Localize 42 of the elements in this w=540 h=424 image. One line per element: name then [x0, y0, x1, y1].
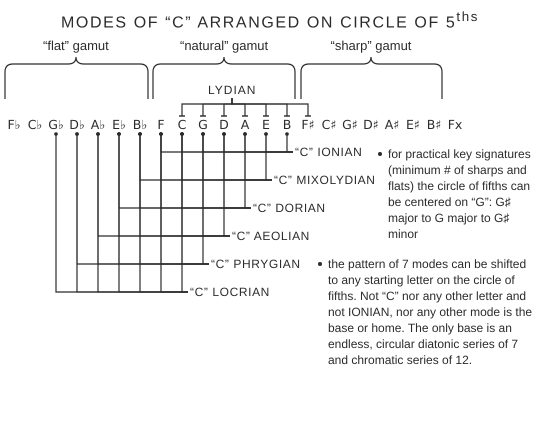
gamut-label: “natural” gamut [180, 37, 268, 55]
note-name: F♯ [298, 116, 318, 134]
title: MODES OF “C” ARRANGED ON CIRCLE OF 5$^{ths}$ [60, 8, 480, 34]
bracket-line [201, 132, 209, 265]
note-name: C♭ [25, 116, 45, 134]
note-name: B♭ [130, 116, 150, 134]
mode-label: “C” IONIAN [293, 144, 362, 160]
bracket-line [180, 132, 188, 293]
mode-label: “C” MIXOLYDIAN [272, 172, 376, 188]
note-name: F [151, 116, 171, 134]
note-name: G [193, 116, 213, 134]
note-name: G♯ [340, 116, 360, 134]
mode-label: “C” LOCRIAN [188, 284, 270, 300]
note-name: B♯ [424, 116, 444, 134]
note-name: E [256, 116, 276, 134]
annotation-text: the pattern of 7 modes can be shifted to any starting letter on the circle of fifths. Not “C” nor any other letter and not IONIAN, nor any other mode is the base or home. The only base is an endless, circular diatonic series of 7 and chromatic series of 12. [328, 256, 534, 368]
note-name: Fx [445, 116, 465, 134]
note-name: D♭ [67, 116, 87, 134]
bracket-line [264, 132, 272, 181]
bracket-line [222, 132, 230, 237]
note-name: F♭ [4, 116, 24, 134]
note-name: D [214, 116, 234, 134]
gamut-label: “flat” gamut [43, 37, 109, 55]
note-name: C [172, 116, 192, 134]
note-name: B [277, 116, 297, 134]
mode-label: “C” DORIAN [251, 200, 326, 216]
gamut-label: “sharp” gamut [330, 37, 412, 55]
bracket-line [231, 98, 312, 117]
mode-label: LYDIAN [208, 82, 256, 98]
bracket-line [243, 132, 251, 209]
mode-label: “C” AEOLIAN [230, 228, 310, 244]
note-name: E♭ [109, 116, 129, 134]
note-name: E♯ [403, 116, 423, 134]
note-name: C♯ [319, 116, 339, 134]
bracket-line [285, 132, 293, 153]
note-name: A [235, 116, 255, 134]
annotation-text: for practical key signatures (minimum # of sharps and flats) the circle of fifths can be centered on “G”: G♯ major to G major to G♯ minor [388, 146, 532, 242]
note-name: A♯ [382, 116, 402, 134]
mode-label: “C” PHRYGIAN [209, 256, 301, 272]
note-name: D♯ [361, 116, 381, 134]
note-name: A♭ [88, 116, 108, 134]
note-name: G♭ [46, 116, 66, 134]
